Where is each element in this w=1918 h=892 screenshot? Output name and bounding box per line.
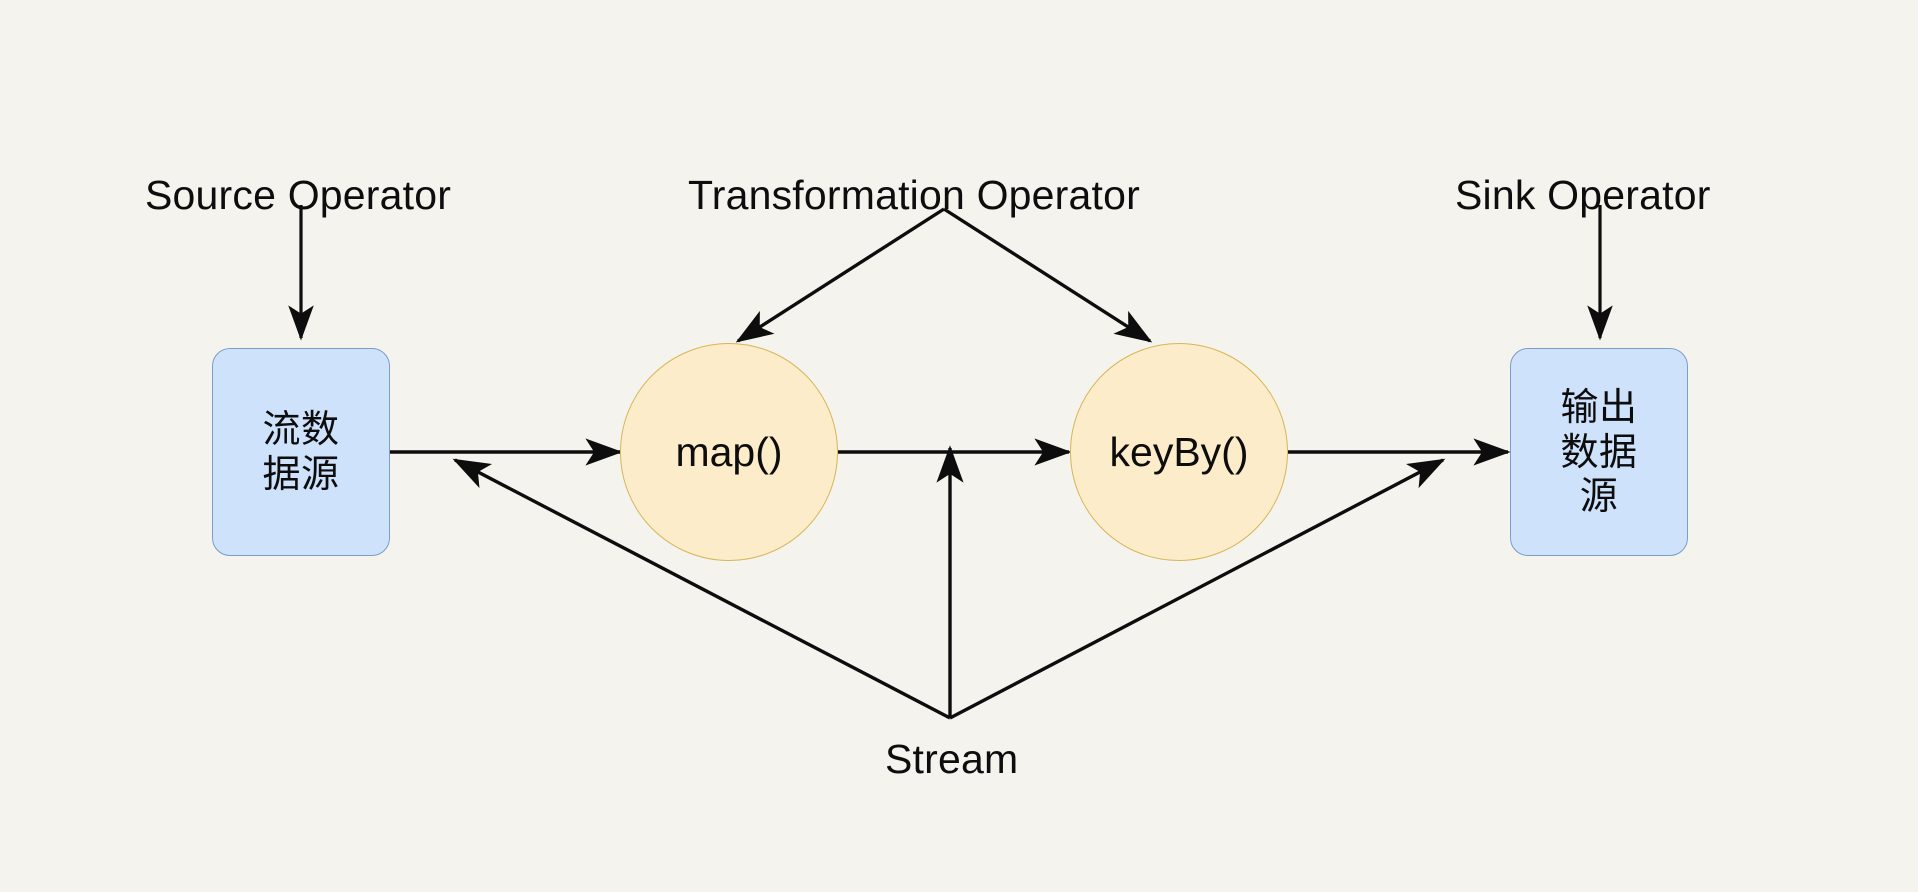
arrow-transformation-label-to-keyby — [943, 207, 1153, 343]
node-source-box[interactable]: 流数 据源 — [212, 348, 390, 556]
node-keyby-circle-label: keyBy() — [1109, 428, 1249, 475]
arrow-transformation-label-to-map — [735, 207, 945, 343]
caption-source-operator: Source Operator — [145, 172, 452, 218]
node-map-circle[interactable]: map() — [620, 343, 838, 561]
node-sink-box-label: 输出 数据 源 — [1560, 384, 1638, 519]
caption-transformation-operator: Transformation Operator — [688, 172, 1140, 218]
caption-sink-operator: Sink Operator — [1455, 172, 1711, 218]
caption-stream: Stream — [885, 736, 1019, 782]
node-keyby-circle[interactable]: keyBy() — [1070, 343, 1288, 561]
node-source-box-label: 流数 据源 — [262, 407, 340, 496]
node-sink-box[interactable]: 输出 数据 源 — [1510, 348, 1688, 556]
node-map-circle-label: map() — [675, 428, 783, 475]
